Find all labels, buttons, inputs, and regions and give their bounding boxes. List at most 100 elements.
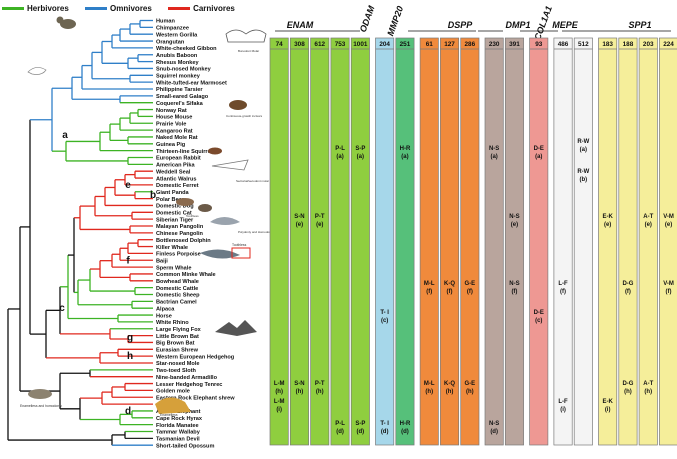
rodent-illustration [229,100,247,110]
species-label: Coquerel's Sifaka [156,101,204,107]
species-label: Weddell Seal [156,169,191,175]
gene-column-dspp [460,37,480,446]
species-label: Chinese Pangolin [156,231,204,237]
species-label: Chimpanzee [156,26,189,32]
substitution-label: G-E [465,381,476,387]
gene-column-mepe [573,37,593,446]
species-label: Polar Bear [156,197,185,203]
residue-position: 224 [663,41,674,48]
species-label: Kangaroo Rat [156,128,193,134]
substitution-clade: (a) [336,154,343,160]
gene-column-spp1 [659,37,677,446]
substitution-label: S-N [294,214,304,220]
gene-column-spp1 [618,37,638,446]
substitution-label: P-T [315,381,325,387]
substitution-clade: (h) [446,389,454,395]
substitution-label: D-G [622,281,633,287]
substitution-label: A-T [643,214,653,220]
species-label: Anubis Baboon [156,53,198,59]
substitution-label: V-M [663,214,674,220]
species-label: Norway Rat [156,108,187,114]
illustration-caption: Toothless [186,214,199,218]
species-label: Human [156,19,176,25]
substitution-clade: (c) [535,318,542,324]
pangolin-illustration [176,198,194,206]
species-label: Eastern Rock Elephant shrew [156,395,235,401]
substitution-clade: (f) [467,289,473,295]
gene-column-mmp20 [395,37,415,446]
species-label: Golden mole [156,389,190,395]
species-label: Bottlenosed Dolphin [156,238,211,244]
gene-column-dspp [419,37,439,446]
species-label: Siberian Tiger [156,217,194,223]
legend-herbivores: Herbivores [2,4,69,13]
substitution-clade: (h) [275,389,283,395]
substitution-clade: (b) [580,177,588,183]
residue-position: 612 [314,41,325,48]
substitution-label: D-E [534,310,544,316]
illustration-caption: Toothless [232,243,247,247]
species-label: Guinea Pig [156,142,186,148]
species-label: Bactrian Camel [156,300,197,306]
substitution-label: H-R [400,146,411,152]
species-label: Nine-banded Armadillo [156,375,218,381]
substitution-label: G-E [465,281,476,287]
residue-position: 203 [643,41,654,48]
residue-position: 204 [379,41,390,48]
legend-omnivores: Omnivores [85,4,152,13]
species-label: White-tufted-ear Marmoset [156,80,227,86]
substitution-clade: (f) [625,289,631,295]
substitution-clade: (a) [535,154,542,160]
substitution-clade: (d) [336,429,344,435]
species-label: Eurasian Shrew [156,348,199,354]
residue-position: 1001 [353,41,368,48]
species-label: Prairie Vole [156,121,186,127]
species-label: Baiji [156,258,168,264]
species-label: Squirrel monkey [156,74,201,80]
clade-letter: h [127,351,133,362]
diet-legend: Herbivores Omnivores Carnivores [2,4,249,13]
gene-header: DSPP [448,20,474,30]
substitution-clade: (c) [381,318,388,324]
species-label: Short-tailed Opossum [156,443,214,449]
species-label: Florida Manatee [156,423,199,429]
substitution-clade: (d) [401,429,409,435]
substitution-label: V-M [663,281,674,287]
clade-letter: e [125,180,131,191]
substitution-clade: (e) [296,222,303,228]
species-label: American Pika [156,163,195,169]
gene-header: DMP1 [505,20,530,30]
species-label: Orangutan [156,39,185,45]
species-label: Domestic Ferret [156,183,199,189]
species-label: House Mouse [156,115,192,121]
species-label: Alpaca [156,306,175,312]
substitution-label: P-T [315,214,325,220]
aardvark-illustration [155,397,191,414]
substitution-label: D-G [622,381,633,387]
species-label: Small-eared Galago [156,94,209,100]
baleen-highlight-box [231,247,251,259]
species-label: Domestic Dog [156,204,194,210]
illustration-caption: Bunodont Molar [238,49,259,53]
bunodont-molar-drawing [225,29,267,43]
substitution-clade: (e) [316,222,323,228]
substitution-label: T- I [380,310,389,316]
substitution-label: N-S [509,214,519,220]
substitution-clade: (d) [381,429,389,435]
species-label: White Rhino [156,320,189,326]
species-label: Star-nosed Mole [156,361,200,367]
substitution-label: T- I [380,421,389,427]
species-label: Large Flying Fox [156,327,202,333]
clade-letter: a [62,130,68,141]
substitution-label: S-P [355,146,365,152]
residue-position: 753 [335,41,346,48]
gene-header: SPP1 [628,20,651,30]
substitution-clade: (d) [357,429,365,435]
illustration-caption: Polydonty and Homodonty [238,230,274,234]
residue-position: 486 [558,41,569,48]
substitution-clade: (h) [425,389,433,395]
species-label: Horse [156,313,172,319]
